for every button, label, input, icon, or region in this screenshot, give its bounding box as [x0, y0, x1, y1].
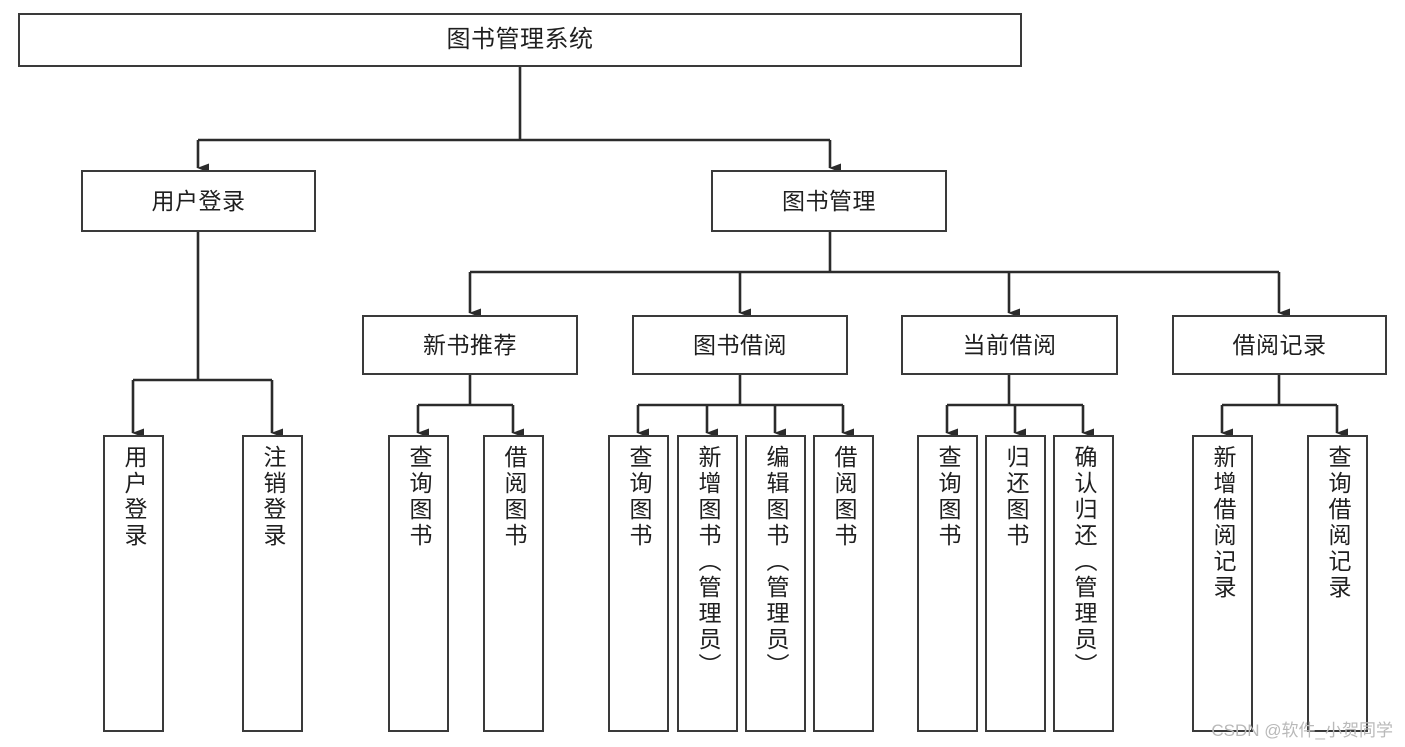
node-book-borrow[interactable]: 图书借阅	[632, 315, 848, 375]
node-borrow-record[interactable]: 借阅记录	[1172, 315, 1387, 375]
node-leaf-return-book-label: 归还图书	[1003, 445, 1029, 549]
node-leaf-query-book-1[interactable]: 查询图书	[388, 435, 449, 732]
node-user-login[interactable]: 用户登录	[81, 170, 316, 232]
node-leaf-add-borrow-record[interactable]: 新增借阅记录	[1192, 435, 1253, 732]
node-book-manage[interactable]: 图书管理	[711, 170, 947, 232]
node-leaf-user-login-label: 用户登录	[121, 445, 147, 549]
node-leaf-confirm-return-admin[interactable]: 确认归还（管理员）	[1053, 435, 1114, 732]
node-leaf-query-book-2[interactable]: 查询图书	[608, 435, 669, 732]
node-user-login-label: 用户登录	[151, 187, 246, 214]
node-new-book-recommend-label: 新书推荐	[423, 331, 517, 358]
node-current-borrow[interactable]: 当前借阅	[901, 315, 1118, 375]
node-leaf-borrow-book-2-label: 借阅图书	[831, 445, 857, 549]
node-borrow-record-label: 借阅记录	[1232, 331, 1327, 358]
node-book-manage-label: 图书管理	[782, 187, 876, 214]
csdn-watermark: CSDN @软件_小贺同学	[1211, 721, 1393, 740]
node-leaf-add-book-admin[interactable]: 新增图书（管理员）	[677, 435, 738, 732]
node-leaf-query-borrow-record[interactable]: 查询借阅记录	[1307, 435, 1368, 732]
node-leaf-add-book-admin-label: 新增图书（管理员）	[695, 445, 721, 679]
node-leaf-logout-login-label: 注销登录	[260, 445, 286, 549]
node-leaf-edit-book-admin-label: 编辑图书（管理员）	[763, 445, 789, 679]
node-leaf-confirm-return-admin-label: 确认归还（管理员）	[1071, 445, 1097, 679]
node-leaf-query-book-1-label: 查询图书	[406, 445, 432, 549]
node-leaf-edit-book-admin[interactable]: 编辑图书（管理员）	[745, 435, 806, 732]
node-leaf-borrow-book-2[interactable]: 借阅图书	[813, 435, 874, 732]
node-current-borrow-label: 当前借阅	[962, 331, 1057, 358]
node-leaf-user-login[interactable]: 用户登录	[103, 435, 164, 732]
node-leaf-return-book[interactable]: 归还图书	[985, 435, 1046, 732]
node-leaf-borrow-book-1-label: 借阅图书	[501, 445, 527, 549]
node-leaf-query-book-3-label: 查询图书	[935, 445, 961, 549]
node-root[interactable]: 图书管理系统	[18, 13, 1022, 67]
node-new-book-recommend[interactable]: 新书推荐	[362, 315, 578, 375]
node-leaf-add-borrow-record-label: 新增借阅记录	[1210, 445, 1236, 601]
node-root-label: 图书管理系统	[446, 26, 594, 54]
node-leaf-logout-login[interactable]: 注销登录	[242, 435, 303, 732]
node-leaf-query-borrow-record-label: 查询借阅记录	[1325, 445, 1351, 601]
node-leaf-borrow-book-1[interactable]: 借阅图书	[483, 435, 544, 732]
node-leaf-query-book-3[interactable]: 查询图书	[917, 435, 978, 732]
node-leaf-query-book-2-label: 查询图书	[626, 445, 652, 549]
node-book-borrow-label: 图书借阅	[693, 331, 787, 358]
